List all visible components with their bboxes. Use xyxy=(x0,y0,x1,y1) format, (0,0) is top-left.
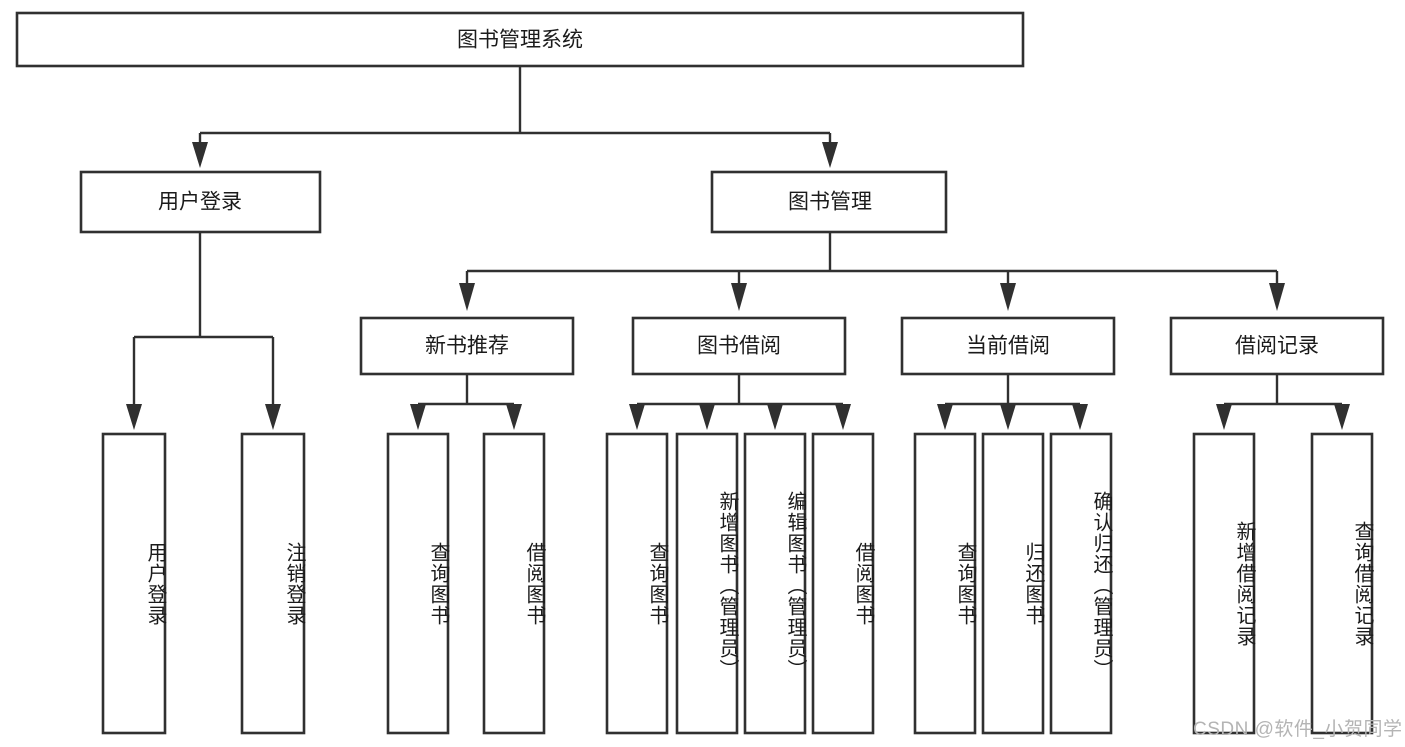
arrow-head-leaf-user-login xyxy=(126,404,142,430)
arrow-head-leaf-confirm-return xyxy=(1072,404,1088,430)
leaf-query-book-2-box[interactable] xyxy=(605,432,669,735)
leaf-edit-book-box[interactable] xyxy=(743,432,807,735)
node-book-manage-label: 图书管理 xyxy=(788,191,872,214)
arrow-head-book-borrow xyxy=(731,283,747,311)
leaf-add-book-box[interactable] xyxy=(675,432,739,735)
node-borrow-record[interactable]: 借阅记录 xyxy=(1169,316,1385,376)
arrow-head-leaf-query-book-3 xyxy=(937,404,953,430)
arrow-head-leaf-return-book xyxy=(1000,404,1016,430)
leaf-query-book-1-box[interactable] xyxy=(386,432,450,735)
csdn-watermark: CSDN @软件_小贺同学 xyxy=(1193,719,1403,740)
arrow-head-leaf-logout xyxy=(265,404,281,430)
node-book-borrow-box[interactable] xyxy=(631,316,847,376)
node-book-manage-box[interactable] xyxy=(710,170,948,234)
arrow-head-leaf-borrow-book-1 xyxy=(506,404,522,430)
arrow-head-current-borrow xyxy=(1000,283,1016,311)
leaf-confirm-return-box[interactable] xyxy=(1049,432,1113,735)
node-user-login[interactable]: 用户登录 xyxy=(79,170,322,234)
arrow-head-leaf-query-book-2 xyxy=(629,404,645,430)
connector-layer xyxy=(126,66,1350,430)
node-user-login-label: 用户登录 xyxy=(158,191,242,214)
node-new-book-recommend-box[interactable] xyxy=(359,316,575,376)
arrow-head-new-book-recommend xyxy=(459,283,475,311)
node-borrow-record-label: 借阅记录 xyxy=(1235,335,1319,358)
leaf-borrow-book-2-box[interactable] xyxy=(811,432,875,735)
node-root[interactable]: 图书管理系统 xyxy=(15,11,1025,68)
node-book-borrow-label: 图书借阅 xyxy=(697,335,781,358)
leaf-query-book-3-box[interactable] xyxy=(913,432,977,735)
leaf-box-layer xyxy=(101,432,1374,735)
arrow-head-user-login xyxy=(192,142,208,168)
node-root-label: 图书管理系统 xyxy=(457,29,583,52)
node-new-book-recommend[interactable]: 新书推荐 xyxy=(359,316,575,376)
leaf-logout-box[interactable] xyxy=(240,432,306,735)
node-borrow-record-box[interactable] xyxy=(1169,316,1385,376)
arrow-head-borrow-record xyxy=(1269,283,1285,311)
arrow-head-leaf-edit-book xyxy=(767,404,783,430)
leaf-return-book-box[interactable] xyxy=(981,432,1045,735)
arrow-head-leaf-query-book-1 xyxy=(410,404,426,430)
arrow-head-book-manage xyxy=(822,142,838,168)
node-current-borrow[interactable]: 当前借阅 xyxy=(900,316,1116,376)
leaf-borrow-book-1-box[interactable] xyxy=(482,432,546,735)
leaf-query-record-box[interactable] xyxy=(1310,432,1374,735)
node-current-borrow-box[interactable] xyxy=(900,316,1116,376)
arrow-head-leaf-add-record xyxy=(1216,404,1232,430)
node-user-login-box[interactable] xyxy=(79,170,322,234)
node-book-manage[interactable]: 图书管理 xyxy=(710,170,948,234)
node-root-box[interactable] xyxy=(15,11,1025,68)
leaf-add-record-box[interactable] xyxy=(1192,432,1256,735)
arrow-head-leaf-add-book xyxy=(699,404,715,430)
node-current-borrow-label: 当前借阅 xyxy=(966,335,1050,358)
arrow-head-leaf-borrow-book-2 xyxy=(835,404,851,430)
node-new-book-recommend-label: 新书推荐 xyxy=(425,335,509,358)
node-book-borrow[interactable]: 图书借阅 xyxy=(631,316,847,376)
arrow-head-leaf-query-record xyxy=(1334,404,1350,430)
leaf-user-login-box[interactable] xyxy=(101,432,167,735)
